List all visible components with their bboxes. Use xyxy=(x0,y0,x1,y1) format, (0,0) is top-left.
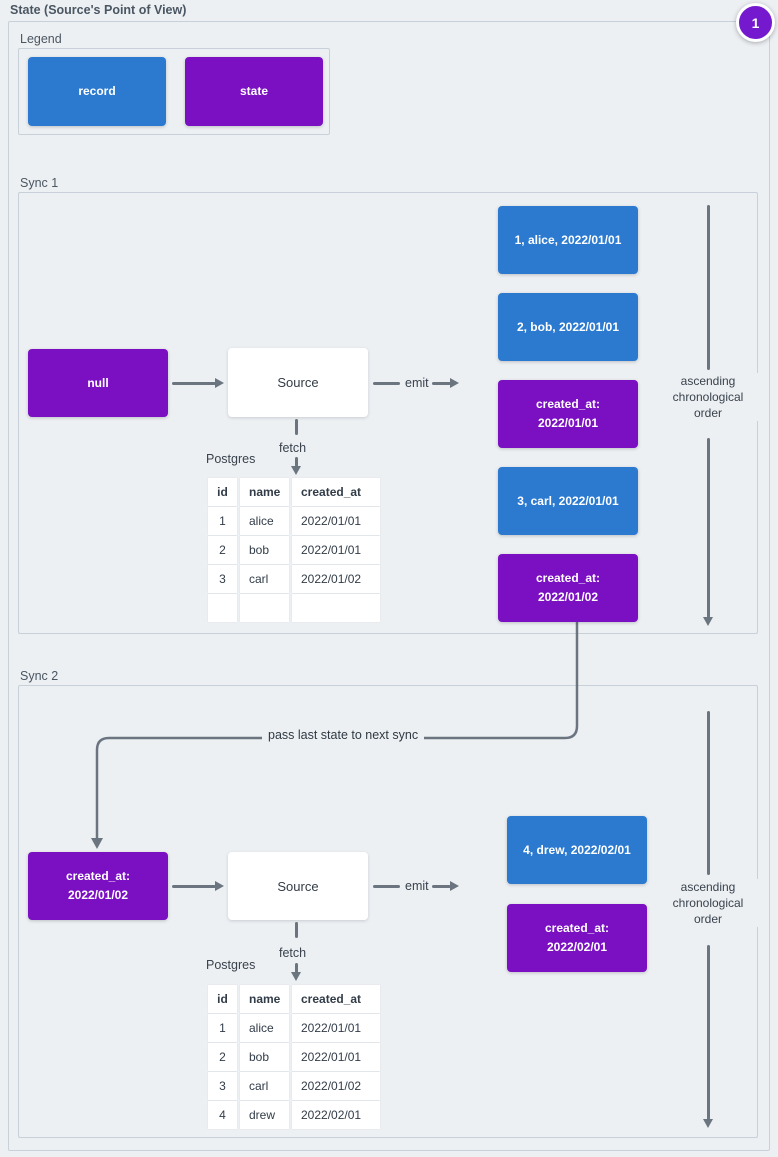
table-header-cell: name xyxy=(240,478,289,506)
sync2-label: Sync 2 xyxy=(20,669,59,683)
sync1-db-label: Postgres xyxy=(206,452,256,466)
table-cell: 1 xyxy=(208,1014,237,1042)
table-header-cell: name xyxy=(240,985,289,1013)
page-title: State (Source's Point of View) xyxy=(10,3,187,17)
state-text: created_at: xyxy=(535,571,601,585)
order-note-line: order xyxy=(693,406,722,420)
sync1-fetch-label: fetch xyxy=(279,441,307,455)
table-cell: 3 xyxy=(208,565,237,593)
sync2-fetch-arrow xyxy=(295,963,298,973)
table-header-cell: created_at xyxy=(292,478,380,506)
table-cell: 2 xyxy=(208,1043,237,1071)
arrow-sync1-state-to-source xyxy=(172,382,216,385)
sync1-input-state-box: null xyxy=(28,349,168,417)
table-cell: 4 xyxy=(208,1101,237,1129)
record-text: 1, alice, 2022/01/01 xyxy=(514,232,622,247)
sync2-emit-arrow xyxy=(432,885,451,888)
sync2-emitted-state-1: created_at: 2022/02/01 xyxy=(507,904,647,972)
sync2-emit-line xyxy=(373,885,400,888)
table-cell-empty xyxy=(292,594,380,622)
sync1-emitted-record-1: 1, alice, 2022/01/01 xyxy=(498,206,638,274)
table-cell: carl xyxy=(240,1072,289,1100)
sync1-postgres-table: id name created_at 1 alice 2022/01/01 2 … xyxy=(208,478,380,622)
sync1-emitted-record-3: 3, carl, 2022/01/01 xyxy=(498,467,638,535)
sync2-order-line-top xyxy=(707,711,710,875)
table-cell: 1 xyxy=(208,507,237,535)
table-cell-empty xyxy=(240,594,289,622)
record-text: 2, bob, 2022/01/01 xyxy=(516,319,620,334)
sync1-fetch-line xyxy=(295,419,298,435)
table-header-cell: id xyxy=(208,478,237,506)
sync2-order-arrow-bottom xyxy=(707,945,710,1120)
sync1-source-box: Source xyxy=(228,348,368,417)
state-text: 2022/01/01 xyxy=(537,416,599,430)
sync1-emitted-record-2: 2, bob, 2022/01/01 xyxy=(498,293,638,361)
sync2-postgres-table: id name created_at 1 alice 2022/01/01 2 … xyxy=(208,985,380,1129)
order-note-line: chronological xyxy=(672,390,744,404)
sync2-emit-label: emit xyxy=(405,879,429,893)
sync1-order-note: ascending chronological order xyxy=(653,373,763,421)
sync1-order-arrow-bottom xyxy=(707,438,710,618)
order-note-line: chronological xyxy=(672,896,744,910)
table-cell: 2022/02/01 xyxy=(292,1101,380,1129)
table-cell: alice xyxy=(240,507,289,535)
connector-arrowhead xyxy=(91,838,103,849)
sync2-fetch-label: fetch xyxy=(279,946,307,960)
sync1-emit-arrow xyxy=(432,382,451,385)
state-text: created_at: xyxy=(535,397,601,411)
legend-container xyxy=(18,48,330,135)
sync2-source-label: Source xyxy=(277,878,319,894)
table-cell: 2022/01/01 xyxy=(292,1043,380,1071)
sync1-emit-line xyxy=(373,382,400,385)
sync1-order-line-top xyxy=(707,205,710,370)
table-cell: carl xyxy=(240,565,289,593)
table-cell: drew xyxy=(240,1101,289,1129)
sync1-emitted-state-2: created_at: 2022/01/02 xyxy=(498,554,638,622)
legend-record-label: record xyxy=(78,84,116,98)
sync1-emit-label: emit xyxy=(405,376,429,390)
sync2-input-state-box: created_at: 2022/01/02 xyxy=(28,852,168,920)
record-text: 4, drew, 2022/02/01 xyxy=(523,842,631,857)
sync1-input-state-line1: null xyxy=(87,375,109,390)
legend-state-box: state xyxy=(185,57,323,126)
legend-record-box: record xyxy=(28,57,166,126)
sync2-db-label: Postgres xyxy=(206,958,256,972)
sync1-label: Sync 1 xyxy=(20,176,59,190)
order-note-line: ascending xyxy=(680,374,736,388)
sync1-emitted-state-1: created_at: 2022/01/01 xyxy=(498,380,638,448)
legend-state-label: state xyxy=(239,84,268,98)
legend-label: Legend xyxy=(20,32,62,46)
table-cell: 2022/01/02 xyxy=(292,1072,380,1100)
table-cell-empty xyxy=(208,594,237,622)
table-cell: 2022/01/01 xyxy=(292,1014,380,1042)
table-header-cell: created_at xyxy=(292,985,380,1013)
sync1-source-label: Source xyxy=(277,375,319,390)
arrow-sync2-state-to-source xyxy=(172,885,216,888)
state-text: created_at: xyxy=(544,921,610,935)
order-note-line: order xyxy=(693,912,722,926)
order-note-line: ascending xyxy=(680,880,736,894)
table-cell: alice xyxy=(240,1014,289,1042)
table-cell: bob xyxy=(240,536,289,564)
pass-state-label: pass last state to next sync xyxy=(262,728,425,742)
sync2-order-note: ascending chronological order xyxy=(653,879,763,927)
sync1-fetch-arrow xyxy=(295,457,298,467)
table-cell: 2022/01/01 xyxy=(292,536,380,564)
table-cell: bob xyxy=(240,1043,289,1071)
record-text: 3, carl, 2022/01/01 xyxy=(517,493,619,508)
table-cell: 2 xyxy=(208,536,237,564)
table-header-cell: id xyxy=(208,985,237,1013)
sync2-source-box: Source xyxy=(228,852,368,920)
sync2-input-state-line2: 2022/01/02 xyxy=(67,888,129,902)
state-text: 2022/01/02 xyxy=(537,590,599,604)
sync2-emitted-record-1: 4, drew, 2022/02/01 xyxy=(507,816,647,884)
table-cell: 3 xyxy=(208,1072,237,1100)
state-text: 2022/02/01 xyxy=(546,940,608,954)
sync2-input-state-line1: created_at: xyxy=(65,869,131,883)
step-badge[interactable]: 1 xyxy=(736,3,775,42)
outer-container xyxy=(8,21,770,1151)
sync2-fetch-line xyxy=(295,922,298,938)
table-cell: 2022/01/02 xyxy=(292,565,380,593)
table-cell: 2022/01/01 xyxy=(292,507,380,535)
